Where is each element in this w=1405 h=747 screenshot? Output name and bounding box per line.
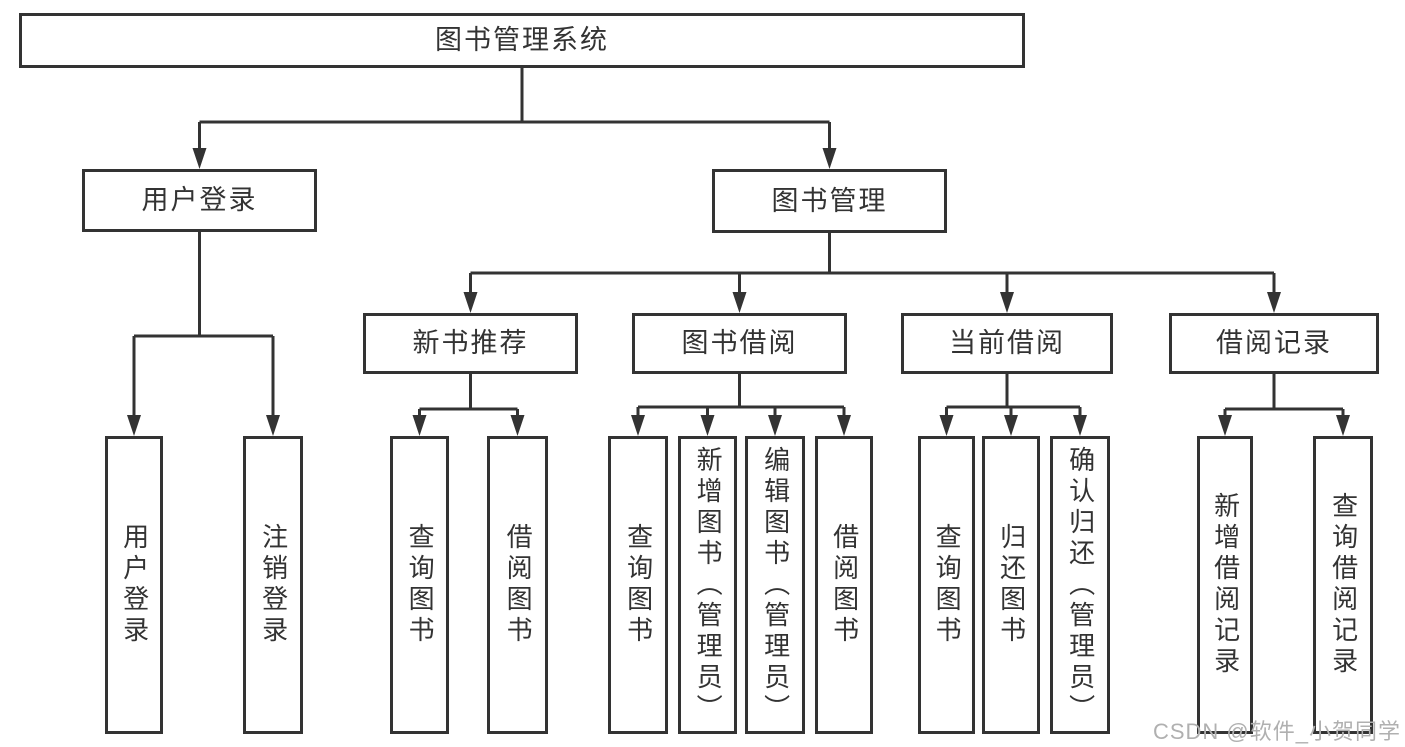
connector-borrow-record-children	[1223, 374, 1345, 418]
arrow-down-icon	[510, 415, 525, 436]
node-user-login: 用户登录	[82, 169, 317, 232]
leaf-borrow-query-book: 查询图书	[608, 436, 668, 734]
leaf-borrow-book: 借阅图书	[815, 436, 873, 734]
csdn-watermark: CSDN @软件_小贺同学	[1152, 719, 1401, 744]
arrow-down-icon	[732, 292, 747, 313]
leaf-add-borrow-record: 新增借阅记录	[1197, 436, 1253, 734]
connector-book-borrow-children	[636, 374, 846, 418]
leaf-query-borrow-record: 查询借阅记录	[1313, 436, 1373, 734]
arrow-down-icon	[192, 148, 207, 169]
arrow-down-icon	[266, 415, 280, 436]
connector-current-borrow-children	[945, 374, 1082, 418]
connector-book-mgmt-sections	[469, 233, 1276, 295]
arrow-down-icon	[631, 415, 645, 436]
leaf-current-query-book: 查询图书	[918, 436, 975, 734]
node-borrow-record: 借阅记录	[1169, 313, 1379, 374]
leaf-confirm-return-admin: 确认归还（管理员）	[1050, 436, 1110, 734]
arrow-down-icon	[1336, 415, 1350, 436]
connector-user-login-children	[132, 232, 275, 418]
arrow-down-icon	[127, 415, 141, 436]
leaf-edit-book-admin: 编辑图书（管理员）	[745, 436, 805, 734]
node-book-borrow: 图书借阅	[632, 313, 847, 374]
leaf-logout: 注销登录	[243, 436, 303, 734]
arrow-down-icon	[412, 415, 427, 436]
leaf-add-book-admin: 新增图书（管理员）	[678, 436, 737, 734]
arrow-down-icon	[939, 415, 954, 436]
node-new-book-recommend: 新书推荐	[363, 313, 578, 374]
connector-root-to-level2	[198, 68, 831, 151]
arrow-down-icon	[700, 415, 715, 436]
arrow-down-icon	[1267, 292, 1281, 313]
leaf-user-login: 用户登录	[105, 436, 163, 734]
leaf-return-book: 归还图书	[982, 436, 1040, 734]
arrow-down-icon	[463, 292, 478, 313]
arrow-down-icon	[822, 148, 837, 169]
leaf-newbook-query-book: 查询图书	[390, 436, 449, 734]
node-root: 图书管理系统	[19, 13, 1025, 68]
arrow-down-icon	[1073, 415, 1087, 436]
arrow-down-icon	[1000, 292, 1014, 313]
node-book-mgmt: 图书管理	[712, 169, 947, 233]
arrow-down-icon	[1218, 415, 1232, 436]
leaf-newbook-borrow-book: 借阅图书	[487, 436, 548, 734]
arrow-down-icon	[837, 415, 851, 436]
node-current-borrow: 当前借阅	[901, 313, 1113, 374]
arrow-down-icon	[768, 415, 782, 436]
connector-new-book-children	[418, 374, 519, 418]
arrow-down-icon	[1004, 415, 1018, 436]
